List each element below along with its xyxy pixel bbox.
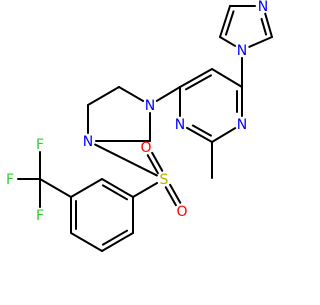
bond <box>101 178 134 198</box>
atom-label-s: S <box>160 172 169 188</box>
bond-double-inner <box>191 124 212 137</box>
bond <box>211 127 237 143</box>
bond <box>219 5 231 38</box>
bond <box>101 232 134 252</box>
bond-double-inner <box>184 74 212 91</box>
bond <box>70 178 103 198</box>
bond <box>70 232 103 252</box>
bond-layer <box>17 5 273 252</box>
bond-double-inner <box>101 184 129 201</box>
atom-label-o: O <box>140 140 151 156</box>
atom-label-n: N <box>83 134 93 150</box>
bond <box>211 68 243 88</box>
bond <box>94 143 158 177</box>
atom-label-f: F <box>36 137 44 153</box>
bond <box>132 182 159 198</box>
atom-label-n: N <box>237 117 247 133</box>
bond-so <box>146 154 159 175</box>
bond-so <box>169 183 182 204</box>
bond-double-inner <box>101 229 129 246</box>
bond <box>118 86 145 102</box>
bond <box>39 178 72 198</box>
bond-double-inner <box>224 10 235 36</box>
atom-label-f: F <box>36 208 44 224</box>
bond <box>185 126 213 143</box>
atom-label-n: N <box>145 98 155 114</box>
atom-label-n: N <box>258 0 268 15</box>
atom-label-f: F <box>6 172 14 188</box>
bond <box>264 12 273 38</box>
bond <box>179 68 213 88</box>
bond-so <box>151 151 164 172</box>
bond <box>155 86 181 102</box>
bond-double-inner <box>260 17 268 36</box>
atom-label-layer: F F F SO O N N N N N N <box>6 0 268 224</box>
atom-label-o: O <box>176 204 187 220</box>
bond <box>87 86 120 106</box>
bond-so <box>164 186 177 207</box>
bond <box>219 36 237 47</box>
atom-label-n: N <box>237 43 247 59</box>
bond <box>248 36 273 48</box>
structure-canvas: F F F SO O N N N N N N <box>6 0 273 252</box>
atom-label-n: N <box>175 117 185 133</box>
